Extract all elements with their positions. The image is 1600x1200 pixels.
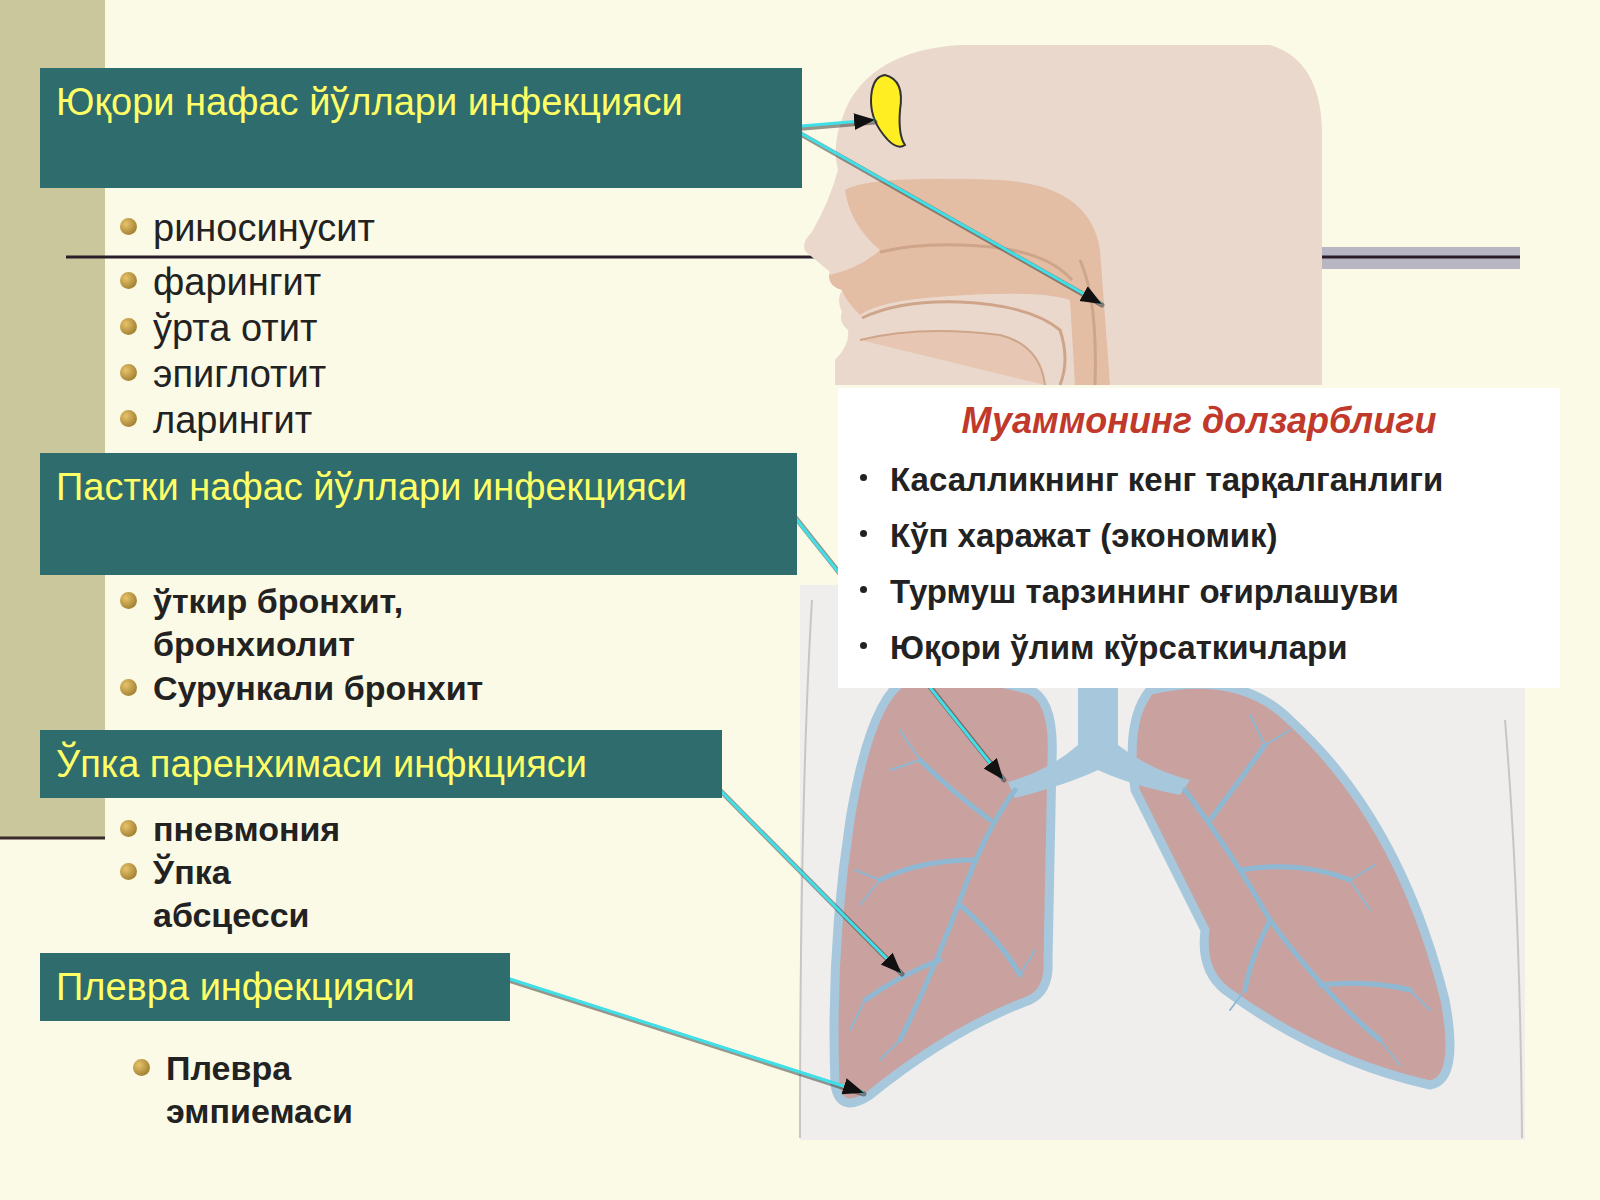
list-item: ўткир бронхит, бронхиолит — [153, 580, 483, 666]
leader-arrow — [790, 127, 1100, 303]
leader-arrow — [488, 972, 862, 1092]
bullet-dot — [860, 474, 867, 481]
header-text: Плевра инфекцияси — [56, 961, 494, 1013]
rule — [0, 837, 105, 840]
list-item: Сурункали бронхит — [153, 667, 673, 710]
list-item: Ўпка абсцесси — [153, 851, 353, 937]
bullet — [120, 592, 137, 609]
leader-arrow — [790, 120, 873, 127]
panel-item: Касалликнинг кенг тарқалганлиги — [858, 452, 1540, 508]
list-item: риносинусит — [153, 206, 753, 250]
info-panel: Муаммонинг долзарблигиКасалликнинг кенг … — [838, 388, 1560, 688]
section-header: Плевра инфекцияси — [40, 953, 510, 1021]
list-item: эпиглотит — [153, 352, 753, 396]
bullet — [120, 863, 137, 880]
bullet — [120, 218, 137, 235]
bullet-dot — [860, 530, 867, 537]
section-header: Пастки нафас йўллари инфекцияси — [40, 453, 797, 575]
header-text: Юқори нафас йўллари инфекцияси — [56, 76, 786, 128]
bullet — [133, 1059, 150, 1076]
header-text: Пастки нафас йўллари инфекцияси — [56, 461, 781, 513]
panel-item: Турмуш тарзининг оғирлашуви — [858, 564, 1540, 620]
bullet-dot — [860, 586, 867, 593]
section-header: Юқори нафас йўллари инфекцияси — [40, 68, 802, 188]
header-text: Ўпка паренхимаси инфкцияси — [56, 738, 706, 790]
bullet — [120, 820, 137, 837]
bullet-dot — [860, 642, 867, 649]
head-illustration — [804, 45, 1322, 385]
list-item: пневмония — [153, 808, 573, 851]
bullet — [120, 272, 137, 289]
panel-item: Юқори ўлим кўрсаткичлари — [858, 620, 1540, 676]
list-item: Плевра эмпиемаси — [166, 1047, 426, 1133]
bullet — [120, 318, 137, 335]
bullet — [120, 364, 137, 381]
bullet — [120, 679, 137, 696]
list-item: фарингит — [153, 260, 753, 304]
bullet — [120, 410, 137, 427]
panel-item: Кўп харажат (экономик) — [858, 508, 1540, 564]
panel-heading: Муаммонинг долзарблиги — [858, 400, 1540, 442]
section-header: Ўпка паренхимаси инфкцияси — [40, 730, 722, 798]
list-item: ларингит — [153, 398, 753, 442]
list-item: ўрта отит — [153, 306, 753, 350]
